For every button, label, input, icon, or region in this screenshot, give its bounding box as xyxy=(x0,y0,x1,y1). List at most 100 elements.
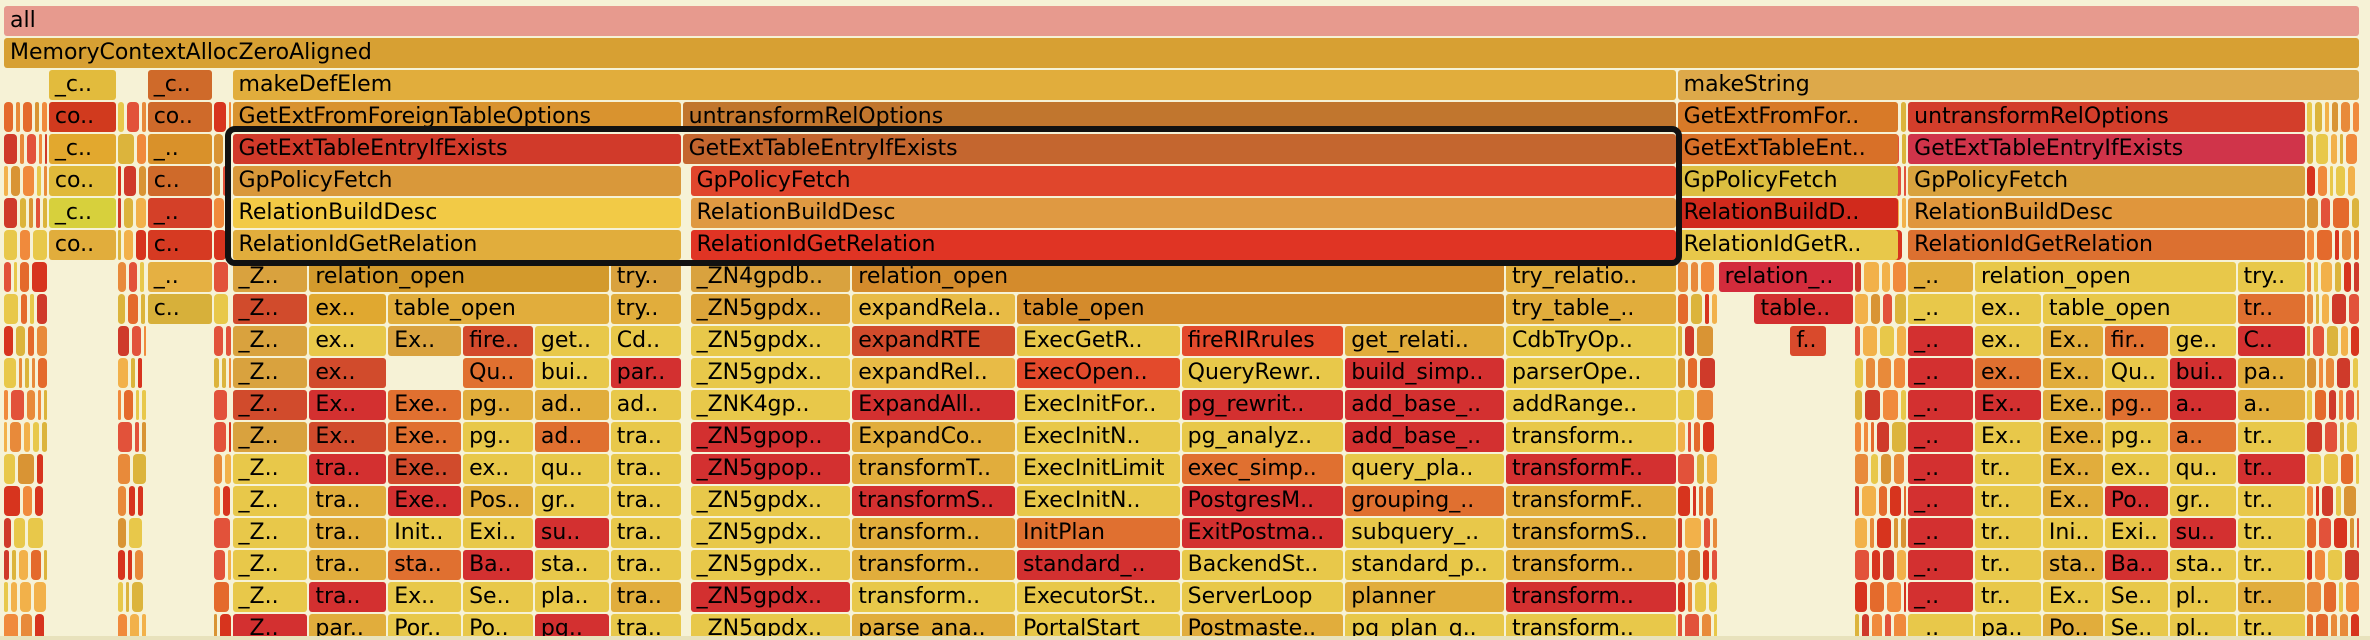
narrow-frame[interactable] xyxy=(2354,230,2360,260)
narrow-frame[interactable] xyxy=(213,582,229,612)
frame[interactable]: co.. xyxy=(147,102,212,132)
narrow-frame[interactable] xyxy=(213,166,220,196)
frame[interactable]: try.. xyxy=(2237,262,2306,292)
narrow-frame[interactable] xyxy=(1883,550,1895,580)
frame[interactable]: tra.. xyxy=(309,582,387,612)
frame[interactable]: tra.. xyxy=(610,454,681,484)
narrow-frame[interactable] xyxy=(213,262,228,292)
frame[interactable]: tra.. xyxy=(610,486,681,516)
frame[interactable]: tr.. xyxy=(1975,454,2041,484)
narrow-frame[interactable] xyxy=(213,518,230,548)
narrow-frame[interactable] xyxy=(226,198,231,228)
narrow-frame[interactable] xyxy=(2334,518,2348,548)
narrow-frame[interactable] xyxy=(1700,262,1714,292)
narrow-frame[interactable] xyxy=(2337,358,2351,388)
narrow-frame[interactable] xyxy=(127,294,138,324)
frame[interactable]: table_open xyxy=(388,294,609,324)
frame[interactable]: _ZN5gpdx.. xyxy=(690,358,851,388)
narrow-frame[interactable] xyxy=(20,294,27,324)
frame[interactable]: transform.. xyxy=(1505,614,1676,640)
narrow-frame[interactable] xyxy=(1702,422,1714,452)
narrow-frame[interactable] xyxy=(1883,390,1899,420)
narrow-frame[interactable] xyxy=(128,486,135,516)
narrow-frame[interactable] xyxy=(117,550,125,580)
narrow-frame[interactable] xyxy=(22,166,34,196)
narrow-frame[interactable] xyxy=(1892,422,1907,452)
narrow-frame[interactable] xyxy=(2332,102,2339,132)
narrow-frame[interactable] xyxy=(2327,326,2339,356)
frame[interactable]: ex.. xyxy=(1975,326,2041,356)
narrow-frame[interactable] xyxy=(1705,486,1713,516)
narrow-frame[interactable] xyxy=(2307,294,2314,324)
frame[interactable]: PostgresM.. xyxy=(1181,486,1344,516)
frame[interactable]: pa.. xyxy=(2237,358,2306,388)
narrow-frame[interactable] xyxy=(2307,230,2315,260)
narrow-frame[interactable] xyxy=(2342,230,2352,260)
frame[interactable]: tr.. xyxy=(2237,454,2306,484)
narrow-frame[interactable] xyxy=(213,294,228,324)
frame[interactable]: add_base_.. xyxy=(1345,422,1504,452)
frame[interactable]: _Z.. xyxy=(232,422,308,452)
narrow-frame[interactable] xyxy=(127,550,132,580)
frame[interactable]: ex.. xyxy=(1975,358,2041,388)
frame[interactable]: makeDefElem xyxy=(232,70,1676,100)
frame[interactable]: Ex.. xyxy=(309,422,387,452)
narrow-frame[interactable] xyxy=(131,582,143,612)
narrow-frame[interactable] xyxy=(1706,454,1717,484)
narrow-frame[interactable] xyxy=(117,198,121,228)
frame[interactable]: _.. xyxy=(1908,358,1974,388)
frame[interactable]: _Z.. xyxy=(232,326,308,356)
narrow-frame[interactable] xyxy=(19,198,26,228)
frame[interactable]: relation_open xyxy=(852,262,1504,292)
narrow-frame[interactable] xyxy=(1901,390,1907,420)
narrow-frame[interactable] xyxy=(2307,390,2313,420)
narrow-frame[interactable] xyxy=(117,390,121,420)
frame[interactable]: ExecOpen.. xyxy=(1016,358,1180,388)
frame[interactable]: _ZNK4gp.. xyxy=(690,390,851,420)
narrow-frame[interactable] xyxy=(2321,198,2331,228)
narrow-frame[interactable] xyxy=(123,198,133,228)
frame[interactable]: Cd.. xyxy=(610,326,681,356)
narrow-frame[interactable] xyxy=(2344,486,2357,516)
frame[interactable]: untransformRelOptions xyxy=(1908,102,2306,132)
narrow-frame[interactable] xyxy=(1872,550,1881,580)
narrow-frame[interactable] xyxy=(32,230,47,260)
narrow-frame[interactable] xyxy=(225,134,231,164)
frame[interactable]: expandRela.. xyxy=(852,294,1015,324)
frame[interactable]: Ex.. xyxy=(2042,358,2103,388)
narrow-frame[interactable] xyxy=(30,550,41,580)
narrow-frame[interactable] xyxy=(125,582,129,612)
frame[interactable]: _.. xyxy=(1908,262,1974,292)
narrow-frame[interactable] xyxy=(2336,166,2346,196)
narrow-frame[interactable] xyxy=(137,486,143,516)
narrow-frame[interactable] xyxy=(1862,486,1877,516)
narrow-frame[interactable] xyxy=(213,422,226,452)
frame[interactable]: tr.. xyxy=(1975,486,2041,516)
narrow-frame[interactable] xyxy=(2340,134,2344,164)
narrow-frame[interactable] xyxy=(4,582,8,612)
narrow-frame[interactable] xyxy=(123,166,136,196)
frame[interactable]: get.. xyxy=(534,326,609,356)
narrow-frame[interactable] xyxy=(1855,262,1862,292)
frame[interactable]: table_open xyxy=(2042,294,2236,324)
frame[interactable]: _.. xyxy=(1908,550,1974,580)
frame[interactable]: ExpandAll.. xyxy=(852,390,1015,420)
narrow-frame[interactable] xyxy=(1894,358,1906,388)
narrow-frame[interactable] xyxy=(2354,262,2360,292)
frame[interactable]: RelationIdGetRelation xyxy=(690,230,1676,260)
narrow-frame[interactable] xyxy=(228,230,231,260)
frame[interactable]: ex.. xyxy=(2104,454,2168,484)
narrow-frame[interactable] xyxy=(141,102,146,132)
narrow-frame[interactable] xyxy=(1701,614,1711,640)
frame[interactable]: sta.. xyxy=(2042,550,2103,580)
narrow-frame[interactable] xyxy=(1708,582,1717,612)
narrow-frame[interactable] xyxy=(2319,358,2324,388)
frame[interactable]: _.. xyxy=(147,134,212,164)
narrow-frame[interactable] xyxy=(23,422,30,452)
frame[interactable]: a.. xyxy=(2237,390,2306,420)
narrow-frame[interactable] xyxy=(228,102,231,132)
frame[interactable]: transform.. xyxy=(852,582,1015,612)
narrow-frame[interactable] xyxy=(28,198,33,228)
narrow-frame[interactable] xyxy=(1880,326,1895,356)
narrow-frame[interactable] xyxy=(32,422,39,452)
